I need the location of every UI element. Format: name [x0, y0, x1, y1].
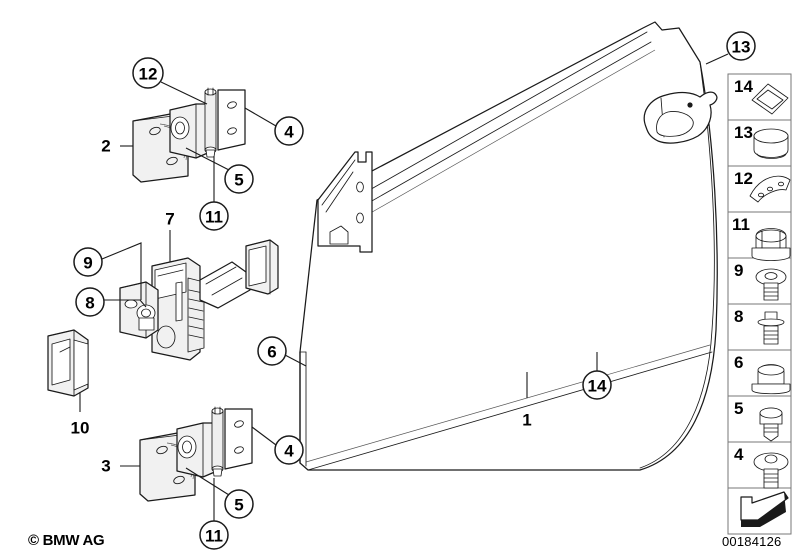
- svg-text:5: 5: [734, 399, 743, 418]
- lower-hinge-assembly: [139, 406, 253, 502]
- legend-item-11: 11: [732, 215, 791, 261]
- svg-text:9: 9: [83, 254, 92, 273]
- svg-text:8: 8: [85, 294, 94, 313]
- callout-bubble-8: 8: [75, 287, 105, 317]
- callout-label-3: 3: [101, 457, 110, 476]
- svg-text:11: 11: [205, 208, 223, 227]
- svg-text:4: 4: [284, 123, 294, 142]
- svg-text:14: 14: [734, 77, 753, 96]
- copyright-notice: © BMW AG: [28, 532, 105, 549]
- legend-item-4: 4: [734, 445, 789, 489]
- svg-text:13: 13: [732, 38, 751, 57]
- callout-bubble-9: 9: [73, 247, 103, 277]
- legend-item-direction-arrow: [740, 491, 789, 527]
- callout-bubble-5-upper: 5: [224, 164, 254, 194]
- callout-bubble-4-lower: 4: [274, 435, 304, 465]
- callout-bubble-14: 14: [582, 370, 612, 400]
- svg-text:14: 14: [588, 377, 607, 396]
- callout-bubble-11-upper: 11: [199, 201, 229, 231]
- callout-bubble-6: 6: [257, 336, 287, 366]
- door-panel-assembly: [299, 21, 718, 471]
- callout-layer: 12 4 5 11 9 8 6 4 5: [71, 31, 756, 550]
- svg-text:6: 6: [734, 353, 743, 372]
- svg-text:6: 6: [267, 343, 276, 362]
- callout-label-10: 10: [71, 419, 90, 438]
- legend-item-14: 14: [734, 77, 789, 115]
- callout-label-1: 1: [522, 411, 531, 430]
- upper-hinge-assembly: [132, 87, 246, 183]
- svg-text:11: 11: [732, 215, 750, 234]
- callout-label-2: 2: [101, 137, 110, 156]
- callout-bubble-11-lower: 11: [199, 520, 229, 550]
- svg-text:11: 11: [205, 527, 223, 546]
- svg-text:13: 13: [734, 123, 753, 142]
- svg-text:12: 12: [734, 169, 753, 188]
- svg-text:4: 4: [734, 445, 744, 464]
- legend-item-12: 12: [734, 169, 791, 203]
- svg-text:8: 8: [734, 307, 743, 326]
- svg-text:4: 4: [284, 442, 294, 461]
- legend-item-6: 6: [734, 353, 791, 395]
- legend-item-8: 8: [734, 307, 785, 345]
- door-hinge-bracket: [317, 151, 373, 253]
- svg-text:9: 9: [734, 261, 743, 280]
- callout-bubble-12: 12: [132, 57, 164, 89]
- legend-item-13: 13: [734, 123, 789, 159]
- callout-label-7: 7: [165, 210, 174, 229]
- door-check-strap-assembly: [119, 239, 279, 361]
- callout-bubble-4-upper: 4: [274, 116, 304, 146]
- legend-item-5: 5: [734, 399, 783, 442]
- door-stop-buffer-part10: [47, 329, 89, 397]
- svg-text:5: 5: [234, 496, 243, 515]
- legend-sidebar: 14 13 12 11: [727, 73, 792, 535]
- diagram-part-number: 00184126: [722, 534, 782, 549]
- svg-text:12: 12: [139, 65, 158, 84]
- mirror-mount-cutout: [643, 91, 718, 144]
- callout-bubble-13: 13: [726, 31, 756, 61]
- callout-bubble-5-lower: 5: [224, 489, 254, 519]
- legend-item-9: 9: [734, 261, 787, 301]
- svg-text:5: 5: [234, 171, 243, 190]
